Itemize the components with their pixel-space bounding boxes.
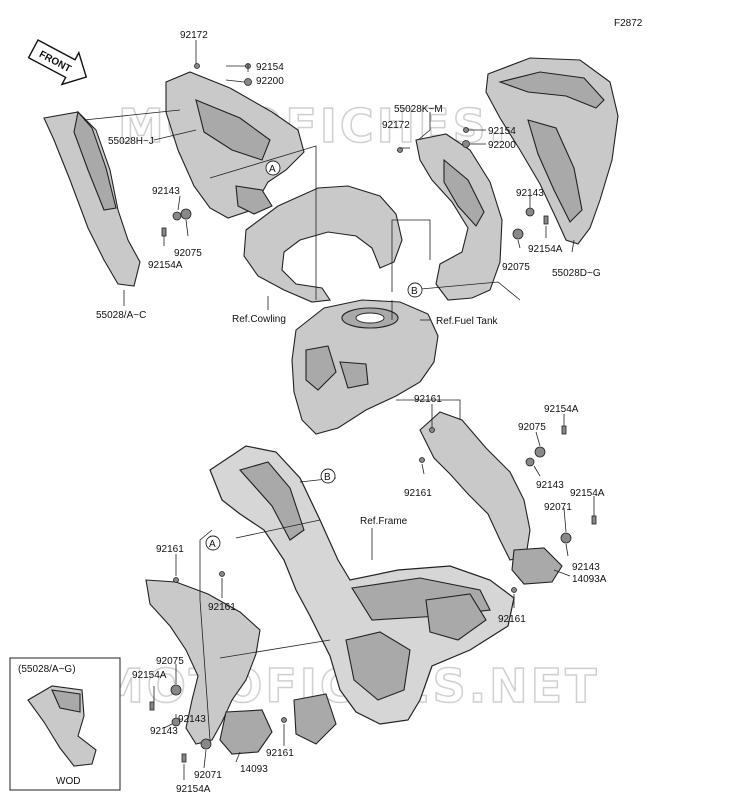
side-cover-right [485,57,619,245]
screw-icon [149,701,155,711]
inner-panel-right [415,133,503,301]
front-arrow-icon: FRONT [27,39,88,86]
grommet-icon [525,207,535,217]
part-label: 92154A [132,670,167,681]
part-label: 92161 [498,614,526,625]
clip-icon [244,78,252,86]
part-label: 92154A [148,260,183,271]
ref-frame-label: Ref.Frame [360,516,408,527]
ref-cowling-label: Ref.Cowling [232,314,286,325]
part-label: 92154A [176,784,211,795]
svg-text:B: B [411,286,418,297]
part-label: 92075 [518,422,546,433]
bolt-icon [463,127,469,133]
part-label: 92172 [382,120,410,131]
bolt-icon [429,427,435,433]
part-label: 14093A [572,574,607,585]
grommet-icon [180,208,192,220]
fasteners [149,63,597,763]
bolt-icon [397,147,403,153]
svg-text:A: A [269,164,276,175]
part-label: 92075 [502,262,530,273]
variant-box-title: (55028/A~G) [18,664,76,675]
part-label: 92154A [528,244,563,255]
part-label: 92161 [404,488,432,499]
screw-icon [161,227,167,237]
part-label: 92161 [266,748,294,759]
screw-icon [561,425,567,435]
part-label: 55028/A~C [96,310,146,321]
part-label: 92161 [414,394,442,405]
figure-id: F2872 [614,18,643,29]
marker-a-frame: A [205,535,221,551]
bolt-icon [281,717,287,723]
screw-icon [543,215,549,225]
part-label: 92154 [256,62,284,73]
variant-box-caption: WOD [56,776,80,787]
cowling-reference-part [243,185,403,303]
part-label: 92161 [156,544,184,555]
inner-panel-left [165,71,305,219]
marker-b-frame: B [320,468,336,484]
part-label: 92071 [544,502,572,513]
part-label: 92154A [544,404,579,415]
part-label: 92143 [536,480,564,491]
side-panel-mid-right [419,411,563,585]
part-label: 92071 [194,770,222,781]
ref-fuel-tank-label: Ref.Fuel Tank [436,316,499,327]
screw-icon [181,753,187,763]
part-label: 92075 [174,248,202,259]
clip-icon [462,140,470,148]
part-label: 55028K~M [394,104,443,115]
part-label: 92154A [570,488,605,499]
part-label: 92200 [256,76,284,87]
grommet-icon [512,228,524,240]
side-cover-left [43,110,141,287]
grommet-icon [170,684,182,696]
bolt-icon [194,63,200,69]
grommet-icon [172,211,182,221]
grommet-icon [525,457,535,467]
bolt-icon [419,457,425,463]
part-label: 92075 [156,656,184,667]
svg-text:A: A [209,539,216,550]
variant-inset-box: (55028/A~G) WOD [9,657,121,791]
grommet-icon [534,446,546,458]
part-label: 92143 [178,714,206,725]
bolt-icon [511,587,517,593]
screw-icon [591,515,597,525]
marker-b-top: B [407,282,423,298]
part-label: 92154 [488,126,516,137]
frame-reference-part [209,445,515,745]
fuel-tank-reference-part [291,299,439,435]
part-label: 92143 [150,726,178,737]
part-label: 55028D~G [552,268,601,279]
side-panel-lower-left [145,579,273,755]
part-label: 92143 [516,188,544,199]
grommet-icon [560,532,572,544]
part-label: 92143 [152,186,180,197]
part-label: 92161 [208,602,236,613]
svg-text:B: B [324,472,331,483]
bolt-icon [219,571,225,577]
part-label: 92200 [488,140,516,151]
part-label: 92143 [572,562,600,573]
leader-lines [83,40,595,780]
part-label: 55028H~J [108,136,154,147]
part-label: 92172 [180,30,208,41]
grommet-icon [200,738,212,750]
part-label: 14093 [240,764,268,775]
marker-a-top: A [265,160,281,176]
bolt-icon [173,577,179,583]
